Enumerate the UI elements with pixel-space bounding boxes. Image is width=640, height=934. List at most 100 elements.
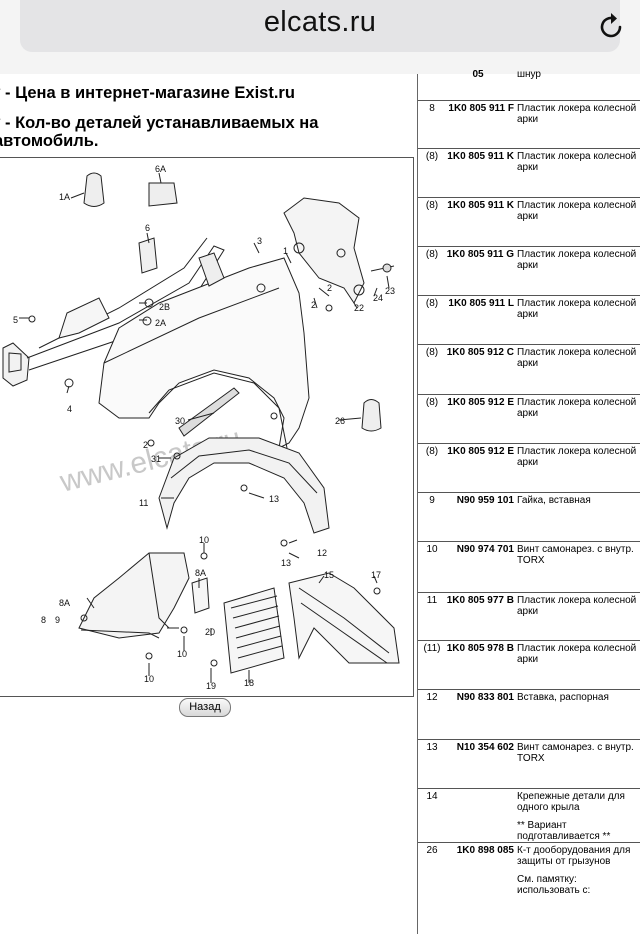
row-part-number: 1K0 805 912 E [447, 446, 514, 457]
row-position: 12 [426, 692, 438, 703]
callout-label: 30 [175, 416, 185, 426]
callout-label: 2 [311, 300, 316, 310]
table-row[interactable]: 14 Крепежные детали для одного крыла ** … [418, 789, 640, 843]
row-position: (8) [425, 249, 439, 260]
row-position: 26 [426, 845, 438, 856]
row-position: 13 [426, 742, 438, 753]
callout-label: 2 [143, 440, 148, 450]
row-part-number: 1K0 805 911 F [448, 103, 514, 114]
row-description: Крепежные детали для одного крыла [517, 791, 625, 813]
row-description: Пластик локера колесной арки [517, 200, 637, 222]
fender-exploded-view: www.elcats.ru [2, 164, 400, 691]
callout-label: 17 [371, 570, 381, 580]
callout-label: 4 [67, 404, 72, 414]
row-description: Пластик локера колесной арки [517, 103, 637, 125]
callout-label: 23 [385, 286, 395, 296]
row-part-number: N10 354 602 [456, 742, 514, 753]
row-position: (8) [425, 200, 439, 211]
row-description: ** Вариант подготавливается ** [517, 820, 611, 842]
callout-label: 19 [206, 681, 216, 691]
note-quantity-cont: автомобиль. [0, 132, 99, 150]
row-position: (11) [423, 643, 441, 654]
row-description: Вставка, распорная [517, 692, 609, 703]
row-part-number: 05 [472, 69, 484, 80]
row-part-number: 1K0 805 911 K [447, 151, 514, 162]
row-position: (8) [425, 151, 439, 162]
callout-label: 13 [269, 494, 279, 504]
row-position: 11 [426, 595, 438, 606]
callout-label: 8 [41, 615, 46, 625]
callout-label: 1 [283, 246, 288, 256]
row-position: (8) [425, 446, 439, 457]
row-part-number: N90 833 801 [456, 692, 514, 703]
row-position: (8) [425, 347, 439, 358]
callout-label: 20 [205, 627, 215, 637]
address-bar[interactable]: elcats.ru [20, 0, 622, 52]
callout-label: 5 [13, 315, 18, 325]
callout-label: 10 [199, 535, 209, 545]
callout-label: 24 [373, 293, 383, 303]
row-position: 14 [426, 791, 438, 802]
row-description: Пластик локера колесной арки [517, 249, 637, 271]
row-description: Пластик локера колесной арки [517, 595, 637, 617]
callout-label: 31 [151, 454, 161, 464]
row-position: 9 [429, 495, 435, 506]
parts-diagram: www.elcats.ru [0, 157, 414, 697]
callout-label: 8A [195, 568, 206, 578]
browser-toolbar: elcats.ru [0, 0, 640, 74]
callout-label: 3 [257, 236, 262, 246]
callout-label: 2A [155, 318, 166, 328]
reload-icon[interactable] [594, 10, 628, 44]
row-description: Винт самонарез. с внутр. TORX [517, 544, 634, 566]
callout-label: 8A [59, 598, 70, 608]
callout-label: 10 [144, 674, 154, 684]
row-description: Винт самонарез. с внутр. TORX [517, 742, 634, 764]
row-description: См. памятку: использовать с: [517, 874, 591, 896]
callout-label: 10 [177, 649, 187, 659]
table-row-fragment: 05 шнур [418, 69, 640, 101]
row-part-number: 1K0 805 912 E [447, 397, 514, 408]
note-price: * - Цена в интернет-магазине Exist.ru [0, 84, 295, 102]
row-part-number: 1K0 805 978 B [446, 643, 514, 654]
row-description: Пластик локера колесной арки [517, 397, 637, 419]
back-button[interactable]: Назад [179, 698, 231, 717]
row-position: (8) [425, 298, 439, 309]
callout-label: 15 [324, 570, 334, 580]
row-part-number: N90 959 101 [456, 495, 514, 506]
callout-label: 18 [244, 678, 254, 688]
callout-label: 2 [327, 283, 332, 293]
row-position: 8 [429, 103, 435, 114]
row-description: Пластик локера колесной арки [517, 151, 637, 173]
url-text: elcats.ru [263, 6, 377, 38]
row-part-number: N90 974 701 [456, 544, 514, 555]
callout-label: 11 [139, 498, 148, 508]
row-position: 10 [426, 544, 438, 555]
row-description: Пластик локера колесной арки [517, 298, 637, 320]
callout-label: 13 [281, 558, 291, 568]
callout-label: 6A [155, 164, 166, 174]
row-part-number: 1K0 805 911 K [447, 200, 514, 211]
callout-label: 9 [55, 615, 60, 625]
row-description: Пластик локера колесной арки [517, 446, 637, 468]
row-part-number: 1K0 805 977 B [446, 595, 514, 606]
row-position: (8) [425, 397, 439, 408]
row-description: Гайка, вставная [517, 495, 591, 506]
callout-label: 6 [145, 223, 150, 233]
row-description: шнур [517, 69, 541, 80]
